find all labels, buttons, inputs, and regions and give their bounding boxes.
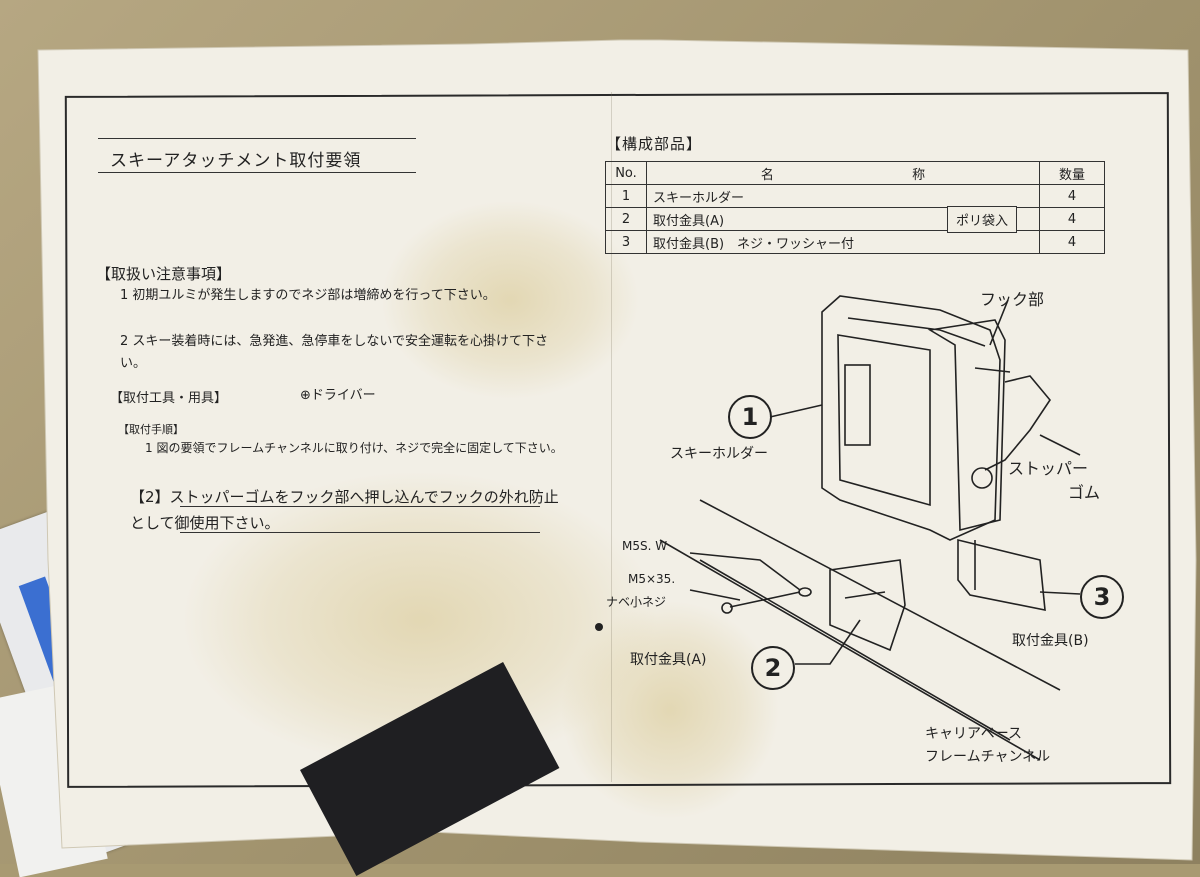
leader-line [1039, 434, 1081, 456]
bracket-a-slot [844, 591, 886, 599]
ink-spot [595, 623, 603, 631]
table-row: 1 スキーホルダー 4 [605, 184, 1105, 208]
frame-rail [699, 499, 1061, 691]
bracket-a-label: 取付金具(A) [630, 652, 707, 668]
screw-label-line2: ナベ小ネジ [606, 595, 667, 609]
leader-line [689, 589, 741, 601]
note-item: 2 スキー装着時には、急発進、急停車をしないで安全運転を心掛けて下さい。 [120, 334, 549, 371]
water-stain [380, 200, 640, 400]
notes-heading: 【取扱い注意事項】 [96, 265, 232, 283]
water-stain [560, 600, 780, 820]
parts-table: No. 名 称 数量 1 スキーホルダー 4 2 取付金具(A) 4 3 取付金… [605, 161, 1105, 254]
header-name-part2: 称 [912, 167, 926, 183]
leader-line [689, 552, 801, 591]
leader-line [1039, 591, 1081, 595]
table-row: 3 取付金具(B) ネジ・ワッシャー付 4 [605, 230, 1105, 254]
row-no: 2 [605, 207, 647, 231]
carrier-label-line2: フレームチャンネル [925, 749, 1051, 765]
callout-bracket-a: 2 [751, 646, 795, 690]
underline [180, 506, 540, 507]
ski-holder-inner [837, 334, 931, 507]
leader-line [769, 404, 823, 418]
step-item: 1 図の要領でフレームチャンネルに取り付け、ネジで完全に固定して下さい。 [145, 441, 563, 455]
step-item-emphasis: 【2】ストッパーゴムをフック部へ押し込んでフックの外れ防止として御使用下さい。 [130, 488, 559, 532]
title-rule [98, 138, 416, 139]
ski-holder-body [821, 295, 1001, 541]
stopper-label-line1: ストッパー [1008, 459, 1089, 478]
title-rule [98, 172, 416, 173]
screw-head [971, 467, 993, 489]
bracket-a-shape [829, 559, 906, 652]
row-qty: 4 [1039, 230, 1105, 254]
tools-label: 【取付工具・用具】 [110, 391, 228, 406]
ski-holder-edge [847, 317, 986, 347]
frame-rail [659, 539, 1041, 761]
document-title: スキーアタッチメント取付要領 [110, 151, 362, 171]
holder-label: スキーホルダー [670, 446, 768, 462]
bracket-b-label: 取付金具(B) [1012, 633, 1089, 649]
callout-holder: 1 [728, 395, 772, 439]
ski-holder-slot [844, 364, 871, 446]
row-no: 3 [605, 230, 647, 254]
note-item: 1 初期ユルミが発生しますのでネジ部は増締めを行って下さい。 [120, 288, 496, 303]
steps-heading: 【取付手順】 [118, 423, 184, 436]
hook-arrow [974, 367, 1011, 373]
leader-line [989, 299, 1009, 346]
header-no: No. [605, 161, 647, 185]
hook-label: フック部 [980, 290, 1045, 309]
hook-part [927, 319, 1006, 532]
underline [180, 532, 540, 533]
parts-heading: 【構成部品】 [606, 135, 703, 153]
frame-rail [699, 559, 1011, 741]
bag-label: ポリ袋入 [947, 206, 1018, 233]
header-name-part1: 名 [760, 167, 774, 183]
bracket-b-shape [957, 538, 1046, 611]
row-name: スキーホルダー [646, 184, 1040, 208]
washer [798, 587, 812, 597]
washer-label: M5S. W [622, 539, 668, 553]
screw-label-line1: M5×35. [628, 572, 676, 586]
stopper-label-line2: ゴム [1068, 483, 1101, 502]
leader-line [795, 619, 861, 665]
callout-bracket-b: 3 [1080, 575, 1124, 619]
tools-value: ⊕ドライバー [300, 388, 376, 403]
carrier-label-line1: キャリアベース [925, 726, 1023, 742]
stopper-rubber [984, 375, 1051, 471]
screw-tip [721, 602, 733, 614]
fold-crease [611, 92, 612, 782]
header-name: 名 称 [646, 161, 1040, 185]
table-header-row: No. 名 称 数量 [605, 161, 1105, 185]
screw-shaft [729, 591, 801, 608]
row-qty: 4 [1039, 184, 1105, 208]
